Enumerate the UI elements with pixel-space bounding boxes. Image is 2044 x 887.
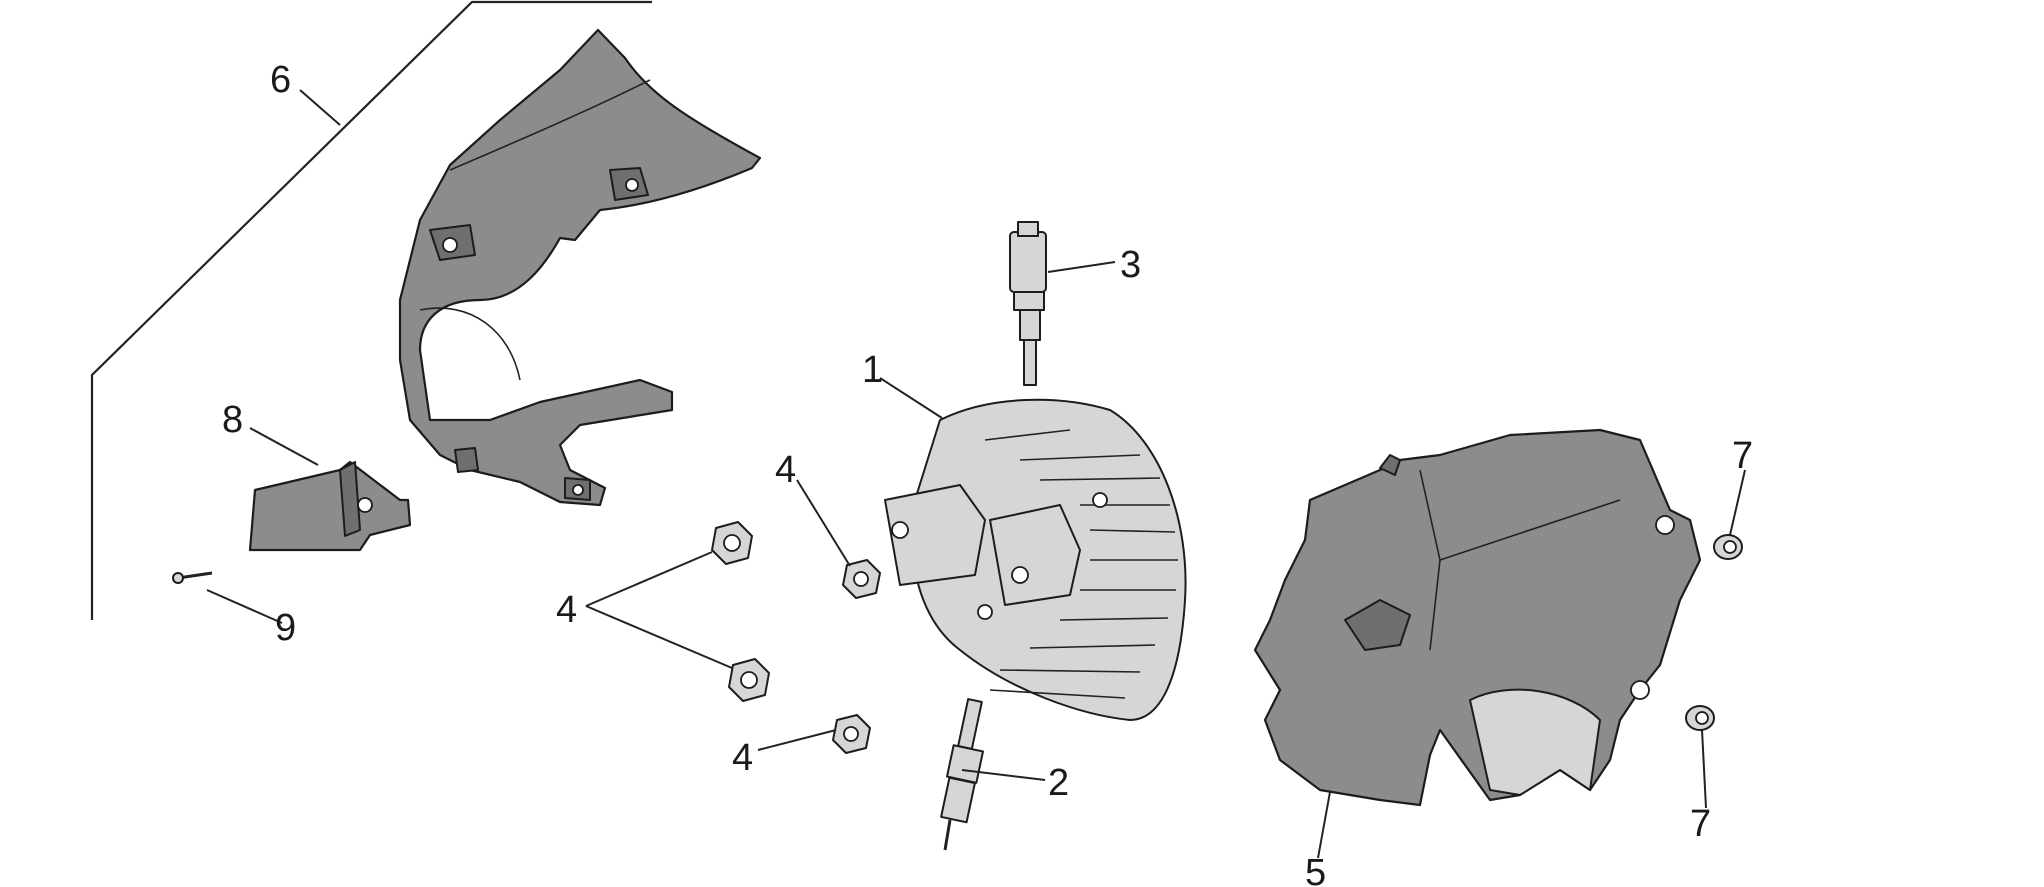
leader-6 bbox=[299, 89, 341, 126]
part-9-screw bbox=[172, 571, 213, 584]
leader-4c bbox=[796, 479, 851, 567]
callout-2: 2 bbox=[1048, 762, 1069, 804]
part-4-nut-b bbox=[728, 658, 770, 702]
callout-6: 6 bbox=[270, 59, 291, 101]
callout-4-nut-c: 4 bbox=[775, 449, 796, 491]
callout-4-nut-d: 4 bbox=[732, 737, 753, 779]
callout-5: 5 bbox=[1305, 852, 1326, 887]
leader-9 bbox=[206, 589, 283, 624]
part-8-bracket bbox=[248, 460, 412, 552]
part-2-spark-plug bbox=[940, 698, 984, 851]
part-6-upper-cover bbox=[398, 28, 762, 507]
leader-5 bbox=[1317, 791, 1331, 859]
part-4-nut-a bbox=[711, 521, 753, 565]
leader-lines bbox=[206, 89, 1746, 859]
part-4-nut-d bbox=[832, 714, 871, 754]
part-7-washer-a bbox=[1713, 534, 1743, 560]
leader-7b bbox=[1701, 729, 1707, 809]
part-5-cooling-shroud bbox=[1253, 428, 1702, 807]
callout-9: 9 bbox=[275, 607, 296, 649]
leader-8 bbox=[249, 427, 319, 466]
callout-labels: 1 2 3 4 4 4 5 6 7 7 8 9 bbox=[222, 59, 1753, 887]
callout-7-top: 7 bbox=[1732, 435, 1753, 477]
leader-3 bbox=[1047, 261, 1116, 273]
leader-7a bbox=[1729, 469, 1746, 536]
callout-3: 3 bbox=[1120, 244, 1141, 286]
leader-4d bbox=[757, 729, 837, 751]
part-1-cylinder-head bbox=[884, 398, 1187, 721]
leader-1 bbox=[879, 377, 943, 419]
callout-1: 1 bbox=[862, 349, 883, 391]
assembly-frame-line bbox=[90, 0, 652, 620]
callout-4-nuts-ab: 4 bbox=[556, 589, 577, 631]
callout-8: 8 bbox=[222, 399, 243, 441]
part-3-temperature-sensor bbox=[1009, 221, 1047, 386]
callout-7-bottom: 7 bbox=[1690, 803, 1711, 845]
part-4-nut-c bbox=[842, 559, 881, 599]
leader-2 bbox=[961, 769, 1046, 781]
leader-4b bbox=[585, 605, 733, 669]
leader-4a bbox=[585, 551, 713, 607]
part-7-washer-b bbox=[1685, 705, 1715, 731]
